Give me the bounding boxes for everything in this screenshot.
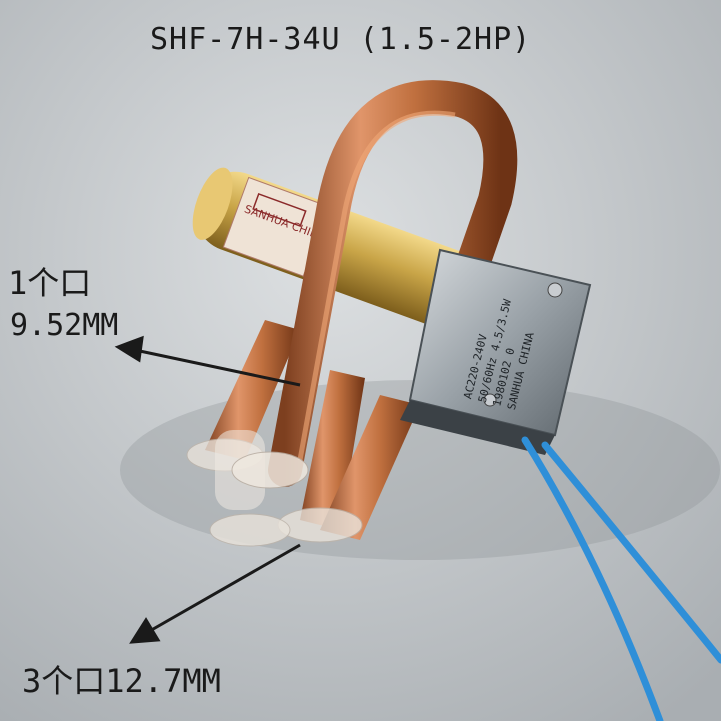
bottom-ports-label: 3个口12.7MM — [22, 662, 221, 700]
u-tube — [231, 80, 518, 489]
solenoid-wires — [521, 436, 721, 721]
product-title: SHF-7H-34U (1.5-2HP) — [150, 22, 532, 57]
arrow-to-top-port — [114, 335, 301, 387]
top-port-size-label: 9.52MM — [10, 308, 119, 343]
solenoid-coil: AC220-240V 50/60Hz 4.5/3.5W 1980102 0 SA… — [400, 248, 592, 455]
top-port-count-label: 1个口 — [8, 264, 92, 302]
arrow-to-bottom-ports — [129, 543, 301, 644]
